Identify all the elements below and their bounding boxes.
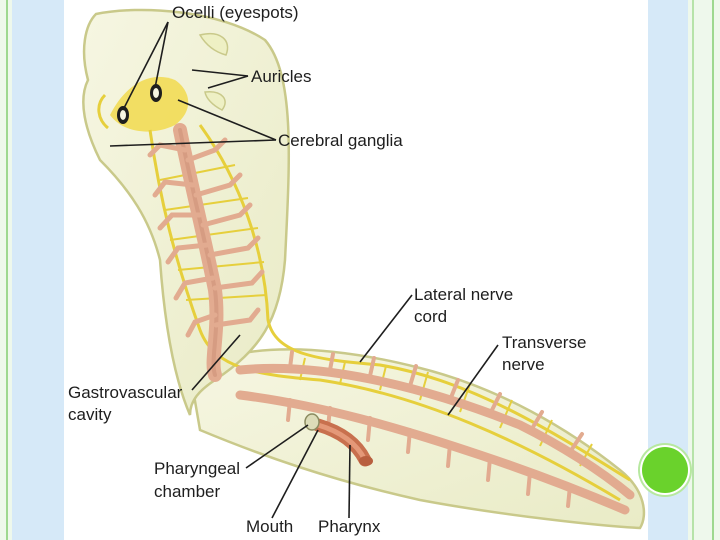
label-gastrovascular-2: cavity [68, 405, 112, 424]
label-gastrovascular-1: Gastrovascular [68, 383, 183, 402]
label-pharyngeal-2: chamber [154, 482, 220, 501]
label-lateral-nerve-cord-2: cord [414, 307, 447, 326]
label-mouth: Mouth [246, 517, 293, 536]
label-transverse-nerve-2: nerve [502, 355, 545, 374]
label-pharynx: Pharynx [318, 517, 381, 536]
label-ocelli: Ocelli (eyespots) [172, 3, 299, 22]
label-lateral-nerve-cord-1: Lateral nerve [414, 285, 513, 304]
label-cerebral-ganglia: Cerebral ganglia [278, 131, 403, 150]
label-transverse-nerve-1: Transverse [502, 333, 586, 352]
label-auricles: Auricles [251, 67, 311, 86]
label-pharyngeal-1: Pharyngeal [154, 459, 240, 478]
